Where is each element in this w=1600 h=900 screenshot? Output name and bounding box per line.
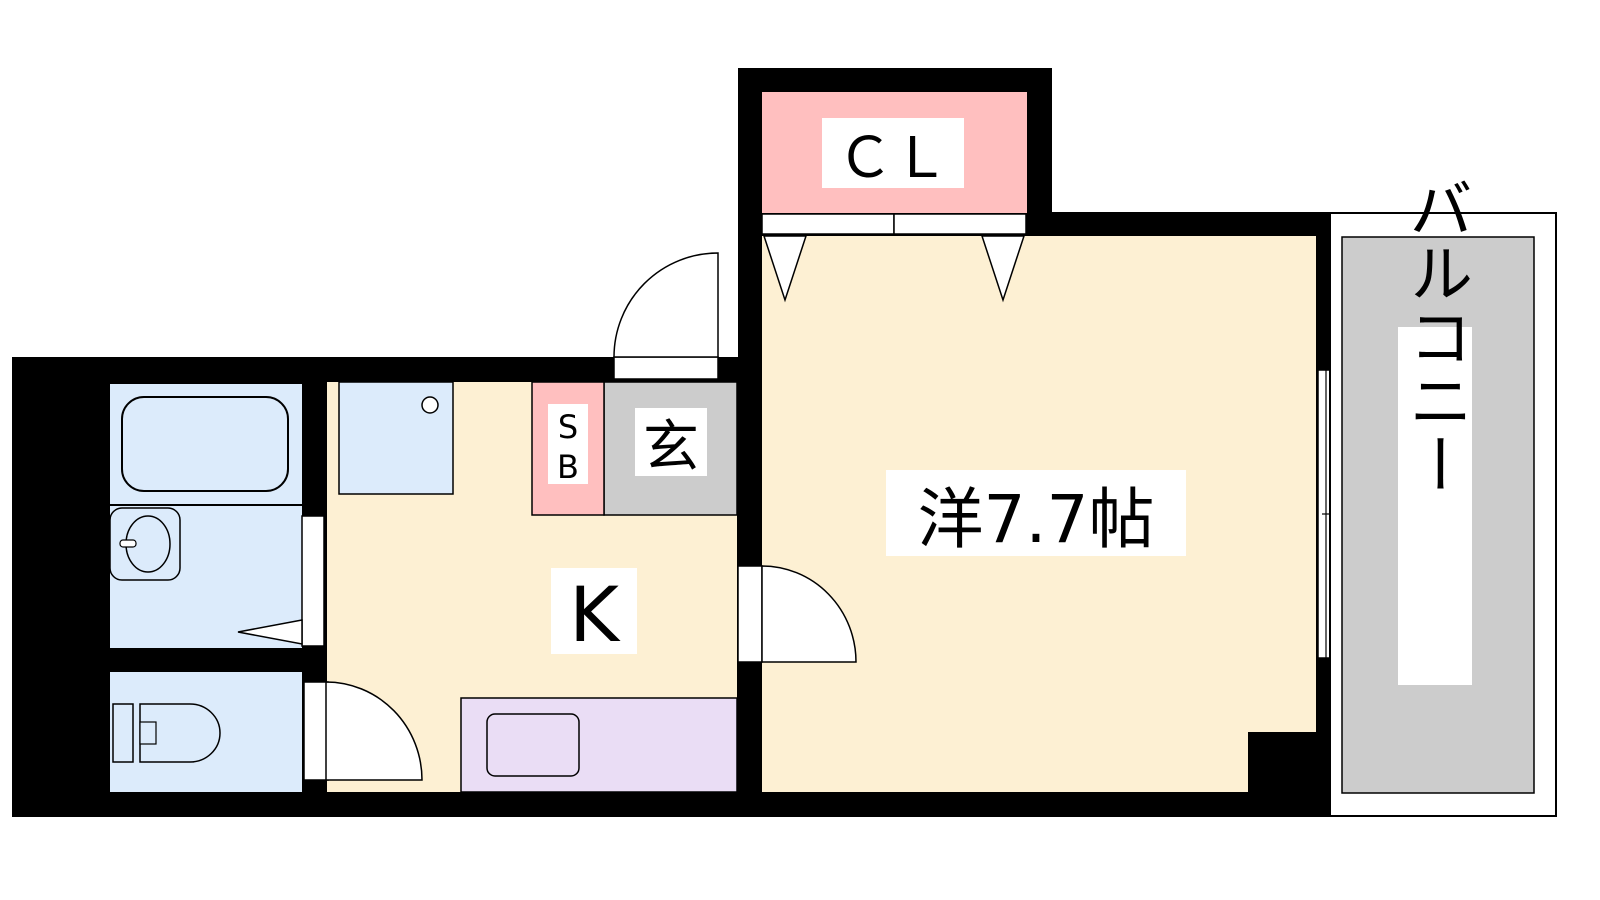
entrance-door-swing: [613, 252, 719, 358]
faucet-icon: [119, 539, 137, 548]
kitchen-label: K: [569, 570, 621, 659]
shoe-box-label-bg: [548, 404, 588, 484]
toilet-bowl-icon: [139, 703, 221, 763]
entrance-label-bg: [635, 408, 707, 476]
kitchen-label-bg: [551, 568, 637, 654]
balcony-label-bg: [1398, 327, 1472, 685]
closet-label-bg: [822, 118, 964, 188]
closet-door-left-swing: [762, 235, 808, 303]
shoe-box-label-b: B: [557, 448, 579, 486]
toilet-tank-icon: [112, 703, 134, 763]
room-door-swing: [761, 565, 857, 663]
pillar: [1248, 732, 1318, 794]
balcony-label: バルコニー: [1398, 176, 1472, 496]
sink-icon: [486, 713, 580, 777]
bathtub-icon: [121, 396, 289, 492]
western-label-bg: [886, 470, 1186, 556]
closet-door-right-swing: [980, 235, 1026, 303]
shoe-box-label-s: S: [558, 408, 578, 446]
toilet-door-frame: [303, 681, 329, 781]
toilet-door-swing: [325, 681, 423, 781]
entrance-label: 玄: [643, 415, 699, 480]
folding-door-icon: [237, 619, 303, 645]
washroom-door-frame: [301, 515, 325, 647]
closet-label: ＣＬ: [837, 126, 949, 191]
closet-door-right: [893, 213, 1027, 235]
closet-door-left: [761, 213, 895, 235]
western-room-label: 洋7.7帖: [918, 481, 1155, 558]
entrance-door-frame: [613, 356, 719, 380]
drain-icon: [421, 396, 439, 414]
room-door-frame: [737, 565, 763, 663]
toilet-seat-line: [139, 721, 157, 745]
